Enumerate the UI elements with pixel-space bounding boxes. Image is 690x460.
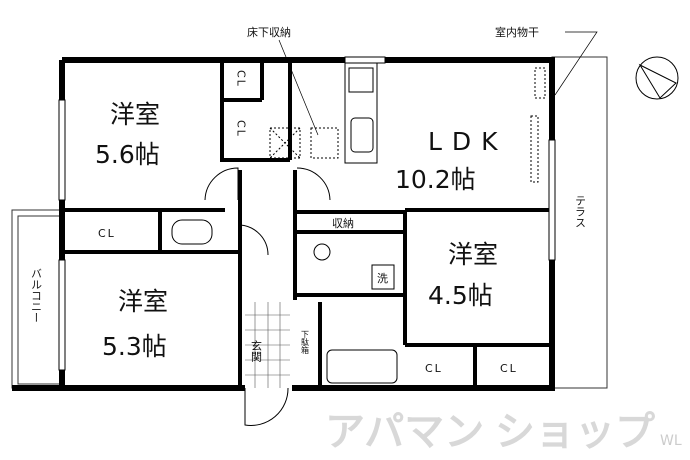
closet-label-5: CL	[500, 362, 518, 375]
shoe-box-label: 下駄箱	[301, 330, 310, 355]
drying-rack	[530, 115, 539, 183]
sink-icon	[350, 117, 374, 153]
room-western-1-size: 5.6帖	[95, 140, 160, 169]
room-western-2-size: 4.5帖	[428, 281, 493, 310]
window	[344, 56, 386, 64]
closet-label-2: CL	[235, 120, 248, 138]
indoor-drying-label: 室内物干	[495, 25, 539, 39]
leader-line	[554, 31, 598, 96]
watermark: アパマン ショップ WL	[325, 409, 682, 455]
bathtub-icon	[326, 349, 398, 384]
interior-walls	[62, 60, 552, 390]
window	[58, 99, 66, 201]
door-swings	[204, 167, 331, 426]
closet-label-1: CL	[235, 70, 248, 88]
room-western-2-name: 洋室	[448, 240, 498, 269]
room-western-3-name: 洋室	[118, 287, 168, 316]
watermark-line3: WL	[660, 433, 682, 449]
window	[548, 139, 556, 261]
washer-label: 洗	[377, 272, 388, 285]
balcony-label: バルコニー	[30, 268, 43, 323]
washer-box	[371, 264, 395, 290]
compass-icon	[635, 56, 679, 100]
terrace-label: テラス	[574, 195, 587, 228]
entrance-label: 玄関	[250, 339, 263, 362]
window	[58, 259, 66, 371]
watermark-line2: ショップ	[495, 409, 655, 455]
storage-label: 収納	[332, 217, 354, 230]
outer-walls	[12, 57, 555, 391]
watermark-line1: アパマン	[325, 409, 484, 455]
underfloor-storage-marks	[269, 127, 339, 159]
washbasin-icon	[313, 243, 331, 261]
toilet-icon	[171, 219, 213, 245]
room-ldk-size: 10.2帖	[395, 165, 476, 194]
stove-icon	[348, 67, 374, 93]
kitchen-counter	[344, 62, 378, 164]
entrance-tiles	[245, 302, 290, 388]
room-ldk-name: LDK	[428, 127, 508, 156]
room-western-1-name: 洋室	[110, 100, 160, 129]
closet-label-4: CL	[425, 362, 443, 375]
underfloor-storage-label: 床下収納	[247, 25, 291, 39]
closet-label-3: CL	[98, 227, 116, 240]
drying-rack	[534, 67, 546, 99]
room-western-3-size: 5.3帖	[102, 332, 167, 361]
leader-line	[278, 39, 319, 136]
